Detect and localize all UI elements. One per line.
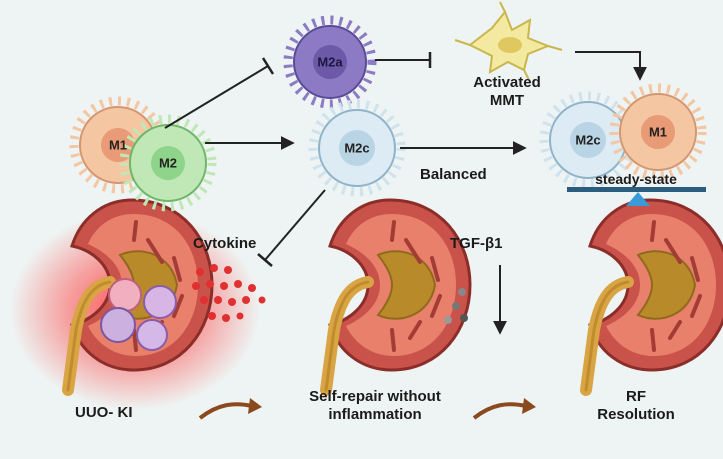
flow-arrow-2 [472, 402, 527, 420]
flow-arrow-2-head [522, 398, 536, 414]
stage-rf-resolution-label: RF Resolution [597, 388, 675, 423]
m2-cell-left [119, 114, 217, 212]
balance-fulcrum [626, 192, 650, 206]
flow-arrow-1-head [248, 398, 262, 414]
m2a-cell [283, 15, 377, 109]
cytokine-label: Cytokine [193, 235, 257, 252]
stage-self-repair-label: Self-repair without inflammation [309, 388, 441, 423]
inhibit-m2-to-m2a-bar [261, 57, 275, 75]
steady-state-label: steady-state [595, 171, 677, 187]
stage-uuo-ki-label: UUO- KI [75, 404, 133, 421]
tgf-beta1-label: TGF-β1 [450, 235, 503, 252]
balanced-label: Balanced [420, 166, 487, 183]
inhibit-m2c-to-cytokine-bar [257, 253, 273, 267]
kidney-resolution [586, 200, 723, 390]
kidney-self-repair [326, 200, 470, 390]
m2a-label: M2a [317, 54, 343, 70]
arrow-mmt-down [575, 51, 647, 81]
inhibit-m2-to-m2a [164, 65, 269, 129]
m1-right-label: M1 [648, 124, 668, 140]
tgf-dots [444, 288, 468, 324]
infiltrating-cells [100, 278, 177, 351]
mmt-cell [454, 1, 563, 83]
inhibit-m2c-to-cytokine [264, 189, 326, 261]
balance-bar [567, 187, 706, 192]
activated-mmt-label: Activated MMT [473, 74, 541, 109]
m2-left-label: M2 [158, 155, 178, 171]
m2c-mid-label: M2c [344, 140, 370, 156]
m1-cell-right [609, 83, 707, 181]
m1-left-label: M1 [108, 137, 128, 153]
m2c-right-label: M2c [575, 132, 601, 148]
flow-arrow-1 [198, 402, 253, 420]
cytokine-dots [192, 264, 266, 322]
